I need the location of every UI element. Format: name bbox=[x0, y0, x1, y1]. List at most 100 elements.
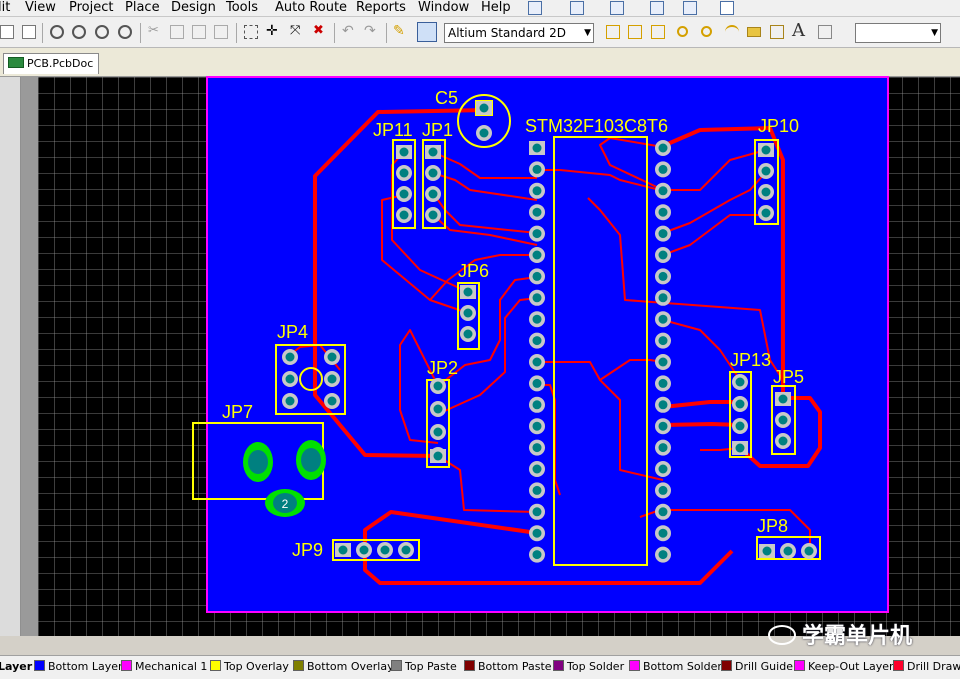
layer-tab-drill-guide[interactable]: Drill Guide bbox=[721, 659, 793, 675]
place-arc-icon[interactable] bbox=[725, 25, 739, 39]
standard-toolbar: ✂ ✛ ⤧ ✖ ↶ ↷ ✎ Altium Standard 2D ▼ A ▼ bbox=[0, 17, 960, 48]
room-tool-icon[interactable] bbox=[650, 1, 664, 15]
layer-tab-bar: Layer Bottom Layer Mechanical 1 Top Over… bbox=[0, 655, 960, 679]
layer-tab-bottom-solder[interactable]: Bottom Solder bbox=[629, 659, 722, 675]
menu-place[interactable]: Place bbox=[125, 0, 160, 15]
layer-tab-bottom[interactable]: Bottom Layer bbox=[34, 659, 123, 675]
place-polygon-icon[interactable] bbox=[770, 25, 784, 39]
layer-tab-label: Bottom Solder bbox=[643, 660, 722, 673]
menu-reports[interactable]: Reports bbox=[356, 0, 406, 15]
left-panel-edge bbox=[0, 77, 21, 636]
view-configuration-select[interactable]: Altium Standard 2D ▼ bbox=[444, 23, 594, 43]
menu-auto-route[interactable]: Auto Route bbox=[275, 0, 348, 15]
route-track-icon[interactable] bbox=[606, 25, 620, 39]
undo-icon[interactable]: ↶ bbox=[342, 23, 354, 39]
align-tool-icon[interactable] bbox=[570, 1, 584, 15]
place-pad-icon[interactable] bbox=[677, 26, 688, 37]
zoom-selected-icon[interactable] bbox=[95, 25, 109, 39]
layer-tab-keep-out[interactable]: Keep-Out Layer bbox=[794, 659, 894, 675]
layer-swatch bbox=[553, 660, 564, 671]
layer-tab-label: Top Paste bbox=[405, 660, 457, 673]
layer-tab-label: Bottom Layer bbox=[48, 660, 123, 673]
interactive-tool-icon[interactable] bbox=[528, 1, 542, 15]
save-icon[interactable] bbox=[22, 25, 36, 39]
menu-help[interactable]: Help bbox=[481, 0, 511, 15]
layer-swatch bbox=[629, 660, 640, 671]
layer-tab-label: Drill Guide bbox=[735, 660, 793, 673]
layer-swatch bbox=[293, 660, 304, 671]
layer-tab-label: Mechanical 1 bbox=[135, 660, 208, 673]
toolbar-separator bbox=[236, 23, 237, 43]
layer-swatch bbox=[893, 660, 904, 671]
layer-tab-label: Top Overlay bbox=[224, 660, 289, 673]
layer-tool-icon[interactable] bbox=[683, 1, 697, 15]
layer-swatch bbox=[391, 660, 402, 671]
place-string-icon[interactable] bbox=[610, 1, 624, 15]
copy-icon[interactable] bbox=[170, 25, 184, 39]
menu-window[interactable]: Window bbox=[418, 0, 470, 15]
toolbar-separator bbox=[386, 23, 387, 43]
place-component-icon[interactable] bbox=[818, 25, 832, 39]
layer-tab-label: Bottom Paste bbox=[478, 660, 552, 673]
chevron-down-icon: ▼ bbox=[584, 28, 591, 38]
grid-tool-icon[interactable] bbox=[720, 1, 734, 15]
toolbar-separator bbox=[42, 23, 43, 43]
menu-tools[interactable]: Tools bbox=[226, 0, 259, 15]
layer-tab-top-paste[interactable]: Top Paste bbox=[391, 659, 457, 675]
watermark-text: 学霸单片机 bbox=[802, 624, 913, 649]
menu-view[interactable]: View bbox=[25, 0, 56, 15]
layer-tab-label: Bottom Overlay bbox=[307, 660, 394, 673]
redo-icon[interactable]: ↷ bbox=[364, 23, 376, 39]
toolbar-separator bbox=[334, 23, 335, 43]
place-via-icon[interactable] bbox=[701, 26, 712, 37]
layer-tab-label: Drill Drawing bbox=[907, 660, 960, 673]
pcb-document-icon bbox=[8, 57, 24, 68]
pcb-workspace[interactable] bbox=[0, 77, 960, 636]
move-icon[interactable]: ✛ bbox=[266, 23, 278, 39]
layer-tab-top-overlay[interactable]: Top Overlay bbox=[210, 659, 289, 675]
menu-bar: lit View Project Place Design Tools Auto… bbox=[0, 0, 960, 17]
layer-swatch bbox=[721, 660, 732, 671]
route-multiple-icon[interactable] bbox=[651, 25, 665, 39]
place-string-text-icon[interactable]: A bbox=[792, 20, 805, 41]
layer-tab-mechanical-1[interactable]: Mechanical 1 bbox=[121, 659, 207, 675]
layer-tab-top-solder[interactable]: Top Solder bbox=[553, 659, 624, 675]
layer-swatch bbox=[210, 660, 221, 671]
layer-tab-label: Layer bbox=[0, 660, 33, 673]
layer-tab-bottom-paste[interactable]: Bottom Paste bbox=[464, 659, 552, 675]
zoom-fit-icon[interactable] bbox=[50, 25, 64, 39]
layer-tab-bottom-overlay[interactable]: Bottom Overlay bbox=[293, 659, 394, 675]
paste-icon[interactable] bbox=[192, 25, 206, 39]
cross-probe-icon[interactable]: ✎ bbox=[393, 23, 405, 39]
chevron-down-icon: ▼ bbox=[931, 28, 938, 38]
wechat-logo-icon bbox=[768, 625, 796, 645]
layer-swatch bbox=[794, 660, 805, 671]
layer-swatch bbox=[464, 660, 475, 671]
layer-tab-drill-drawing[interactable]: Drill Drawing bbox=[893, 659, 960, 675]
clear-filter-icon[interactable]: ✖ bbox=[313, 23, 324, 38]
layer-tab-label: Keep-Out Layer bbox=[808, 660, 894, 673]
select-area-icon[interactable] bbox=[244, 25, 258, 39]
place-fill-icon[interactable] bbox=[747, 27, 761, 37]
document-tab-bar: PCB.PcbDoc bbox=[0, 48, 960, 77]
cut-icon[interactable]: ✂ bbox=[148, 23, 159, 38]
view-configuration-value: Altium Standard 2D bbox=[448, 26, 566, 40]
rubber-stamp-icon[interactable] bbox=[214, 25, 228, 39]
menu-project[interactable]: Project bbox=[69, 0, 114, 15]
zoom-filter-icon[interactable] bbox=[118, 25, 132, 39]
toolbar-separator bbox=[140, 23, 141, 43]
open-document-icon[interactable] bbox=[0, 25, 14, 39]
tab-pcb-document-label: PCB.PcbDoc bbox=[27, 57, 94, 70]
layer-swatch bbox=[121, 660, 132, 671]
layer-tab-label: Top Solder bbox=[567, 660, 625, 673]
route-diff-pair-icon[interactable] bbox=[628, 25, 642, 39]
menu-design[interactable]: Design bbox=[171, 0, 216, 15]
deselect-icon[interactable]: ⤧ bbox=[290, 23, 301, 38]
zoom-area-icon[interactable] bbox=[72, 25, 86, 39]
board-insight-icon[interactable] bbox=[417, 22, 437, 42]
watermark: 学霸单片机 bbox=[768, 618, 912, 650]
menu-edit[interactable]: lit bbox=[0, 0, 11, 15]
layer-set-select[interactable]: ▼ bbox=[855, 23, 941, 43]
layer-tab-top[interactable]: Layer bbox=[0, 659, 32, 675]
tab-pcb-document[interactable]: PCB.PcbDoc bbox=[3, 53, 100, 74]
